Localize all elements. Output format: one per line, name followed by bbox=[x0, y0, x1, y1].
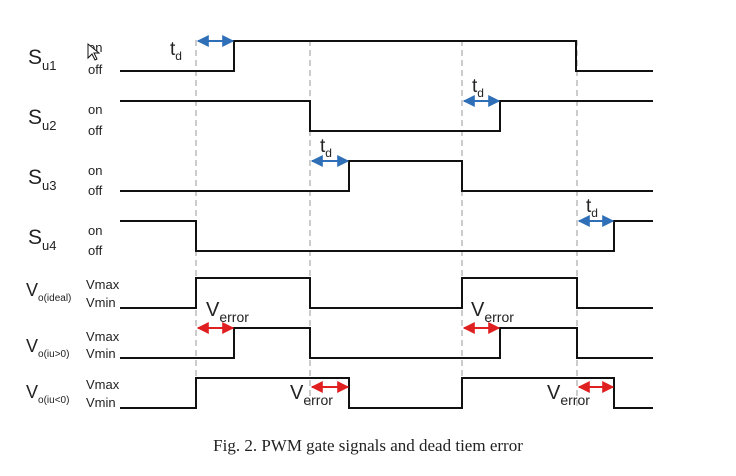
level-label-off: off bbox=[88, 123, 103, 138]
dead-time-markers: td td td td bbox=[170, 35, 615, 227]
level-label-vmax: Vmax bbox=[86, 377, 120, 392]
waveform-su3 bbox=[120, 160, 653, 192]
signal-label-vo-ideal: Vo(ideal) bbox=[26, 280, 71, 304]
level-label-on: on bbox=[88, 223, 102, 238]
level-label-off: off bbox=[88, 62, 103, 77]
level-label-vmin: Vmin bbox=[86, 346, 116, 361]
level-label-vmax: Vmax bbox=[86, 277, 120, 292]
verror-label: Verror bbox=[290, 382, 333, 408]
signal-labels: Su1 Su2 Su3 Su4 Vo(ideal) Vo(iu>0) Vo(iu… bbox=[26, 46, 71, 406]
signal-label-vo-iu-pos: Vo(iu>0) bbox=[26, 336, 69, 360]
verror-label: Verror bbox=[206, 299, 249, 325]
td-label: td bbox=[586, 196, 598, 220]
voltage-error-markers: Verror Verror Verror Verror bbox=[196, 299, 615, 408]
guide-lines bbox=[195, 40, 578, 410]
signal-label-su3: Su3 bbox=[28, 166, 56, 193]
verror-label: Verror bbox=[471, 299, 514, 325]
waveforms bbox=[120, 40, 653, 409]
timing-diagram: Su1 Su2 Su3 Su4 Vo(ideal) Vo(iu>0) Vo(iu… bbox=[26, 35, 653, 410]
waveform-vo-iu-pos bbox=[120, 327, 653, 359]
signal-label-su2: Su2 bbox=[28, 106, 56, 133]
level-label-off: off bbox=[88, 243, 103, 258]
waveform-su2 bbox=[120, 100, 653, 132]
verror-label: Verror bbox=[547, 382, 590, 408]
td-label: td bbox=[320, 136, 332, 160]
waveform-su4 bbox=[120, 220, 653, 252]
mouse-cursor-icon bbox=[87, 42, 101, 61]
level-label-off: off bbox=[88, 183, 103, 198]
level-label-vmin: Vmin bbox=[86, 395, 116, 410]
waveform-vo-ideal bbox=[120, 277, 653, 309]
signal-label-su1: Su1 bbox=[28, 46, 56, 73]
level-labels: on off on off on off on off Vmax Vmin Vm… bbox=[86, 40, 120, 410]
signal-label-vo-iu-neg: Vo(iu<0) bbox=[26, 382, 69, 406]
figure-caption: Fig. 2. PWM gate signals and dead tiem e… bbox=[213, 436, 523, 455]
level-label-vmax: Vmax bbox=[86, 329, 120, 344]
level-label-vmin: Vmin bbox=[86, 295, 116, 310]
waveform-su1 bbox=[120, 40, 653, 72]
waveform-vo-iu-neg bbox=[120, 377, 653, 409]
level-label-on: on bbox=[88, 163, 102, 178]
td-label: td bbox=[472, 76, 484, 100]
level-label-on: on bbox=[88, 102, 102, 117]
td-label: td bbox=[170, 39, 182, 63]
signal-label-su4: Su4 bbox=[28, 226, 56, 253]
